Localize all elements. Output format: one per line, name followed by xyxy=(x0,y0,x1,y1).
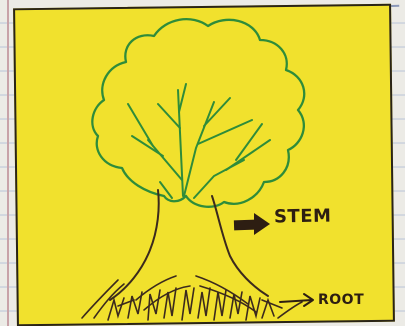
tree-branches xyxy=(128,84,270,198)
tree-canopy xyxy=(92,19,304,207)
tree-roots xyxy=(82,276,302,320)
root-label: ROOT xyxy=(318,292,364,308)
tree-trunk xyxy=(110,190,268,300)
stem-label: STEM xyxy=(274,206,332,228)
right-arrow-icon xyxy=(234,213,270,235)
